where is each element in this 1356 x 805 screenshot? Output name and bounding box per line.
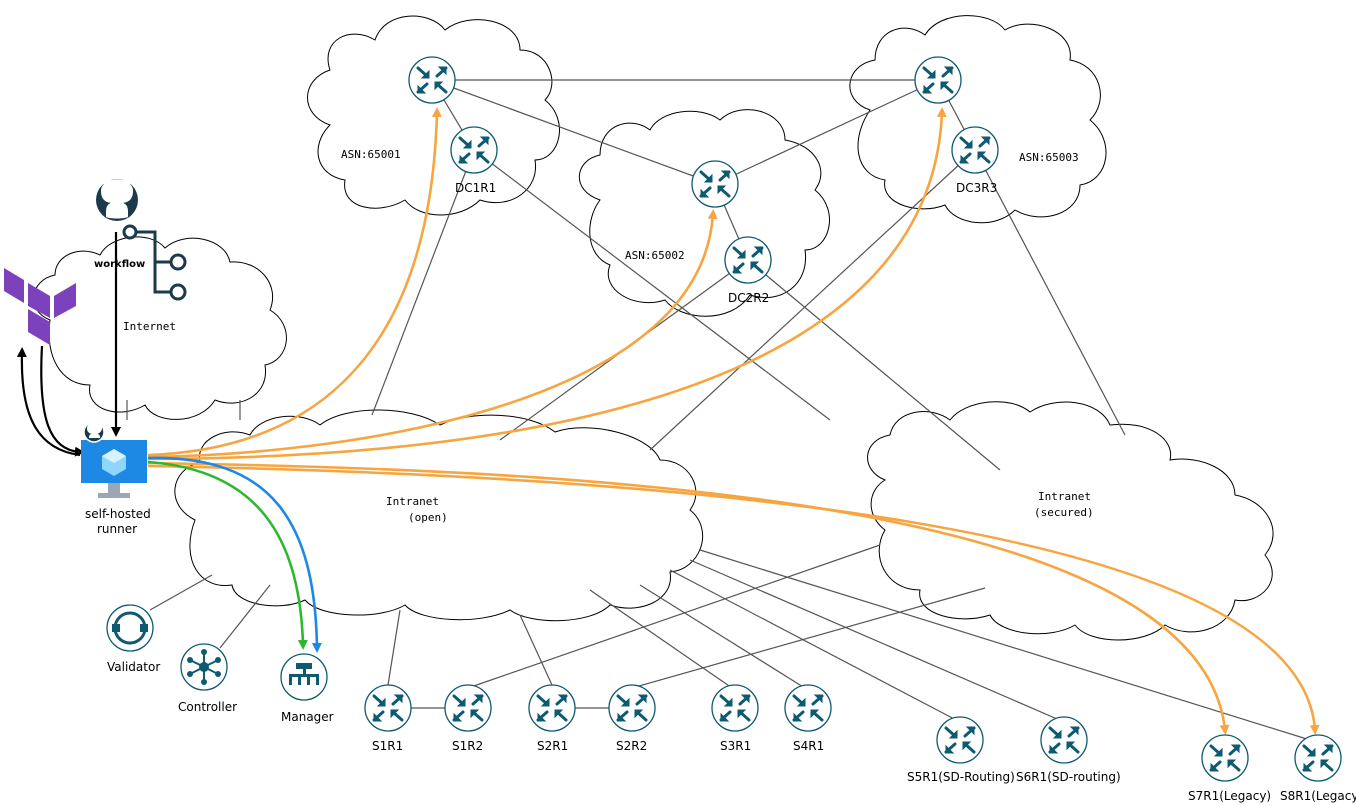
router-dc2r2[interactable] — [723, 235, 773, 285]
router-s2r1[interactable] — [527, 683, 577, 733]
dc1r1-label: DC1R1 — [455, 181, 496, 195]
s8r1-label: S8R1(Legacy) — [1280, 789, 1356, 803]
workflow-label: workflow — [94, 259, 145, 270]
s3r1-label: S3R1 — [720, 739, 751, 753]
github-icon — [96, 177, 138, 221]
controller-icon[interactable] — [180, 643, 228, 691]
intranet-open-label-1: Intranet — [386, 495, 439, 508]
router-s1r1[interactable] — [363, 683, 413, 733]
asn-65002-label: ASN:65002 — [625, 249, 685, 262]
s4r1-label: S4R1 — [793, 739, 824, 753]
cloud-internet — [33, 236, 287, 420]
workflow-icon — [122, 224, 187, 301]
vm-icon[interactable] — [81, 420, 147, 498]
s1r1-label: S1R1 — [372, 739, 403, 753]
cloud-asn-65002 — [578, 109, 830, 317]
automation-arrows — [16, 107, 1320, 735]
asn-65003-label: ASN:65003 — [1019, 151, 1079, 164]
router-s6r1[interactable] — [1039, 715, 1089, 765]
dc2r2-label: DC2R2 — [728, 291, 769, 305]
s7r1-label: S7R1(Legacy) — [1188, 789, 1271, 803]
manager-label: Manager — [281, 710, 334, 724]
s5r1-label: S5R1(SD-Routing) — [907, 770, 1015, 784]
s2r1-label: S2R1 — [537, 739, 568, 753]
router-dc2-top[interactable] — [690, 159, 740, 209]
intranet-secured-label-2: (secured) — [1034, 506, 1094, 519]
intranet-secured-label-1: Intranet — [1038, 490, 1091, 503]
router-s5r1[interactable] — [935, 715, 985, 765]
manager-icon[interactable] — [280, 653, 328, 701]
router-s2r2[interactable] — [607, 683, 657, 733]
router-dc1r1[interactable] — [449, 125, 499, 175]
router-dc3r3[interactable] — [950, 125, 1000, 175]
runner-label-1: self-hosted — [85, 507, 151, 521]
runner-label-2: runner — [97, 522, 137, 536]
intranet-open-label-2: (open) — [408, 511, 448, 524]
router-s3r1[interactable] — [710, 683, 760, 733]
s6r1-label: S6R1(SD-routing) — [1016, 770, 1121, 784]
cloud-asn-65001 — [307, 15, 560, 216]
asn-65001-label: ASN:65001 — [341, 148, 401, 161]
router-s7r1[interactable] — [1200, 733, 1250, 783]
terraform-icon — [4, 268, 76, 345]
router-dc3-top[interactable] — [913, 55, 963, 105]
cloud-intranet-secured — [867, 401, 1274, 641]
router-s8r1[interactable] — [1293, 733, 1343, 783]
router-dc1-top[interactable] — [407, 55, 457, 105]
dc3r3-label: DC3R3 — [956, 181, 997, 195]
router-s1r2[interactable] — [443, 683, 493, 733]
internet-label: Internet — [123, 320, 176, 333]
s2r2-label: S2R2 — [616, 739, 647, 753]
validator-icon[interactable] — [106, 604, 154, 652]
controller-label: Controller — [178, 700, 237, 714]
s1r2-label: S1R2 — [452, 739, 483, 753]
network-links — [126, 79, 1311, 741]
validator-label: Validator — [107, 660, 160, 674]
router-s4r1[interactable] — [783, 683, 833, 733]
